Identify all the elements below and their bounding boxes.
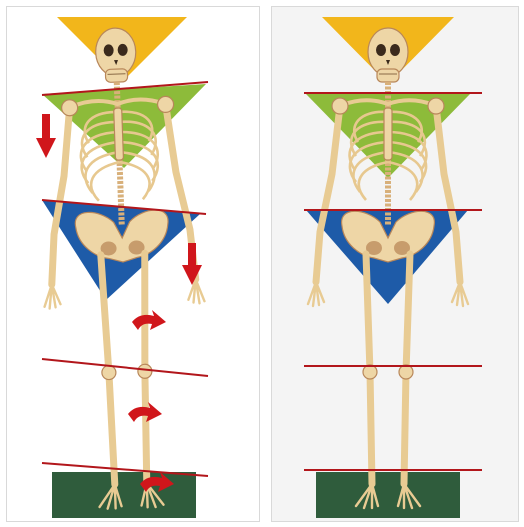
knee-level-line xyxy=(42,359,208,376)
floor-block xyxy=(316,472,460,518)
down-arrow-icon xyxy=(36,114,56,158)
floor-block xyxy=(52,472,196,518)
curved-arrow-icon xyxy=(132,310,166,330)
